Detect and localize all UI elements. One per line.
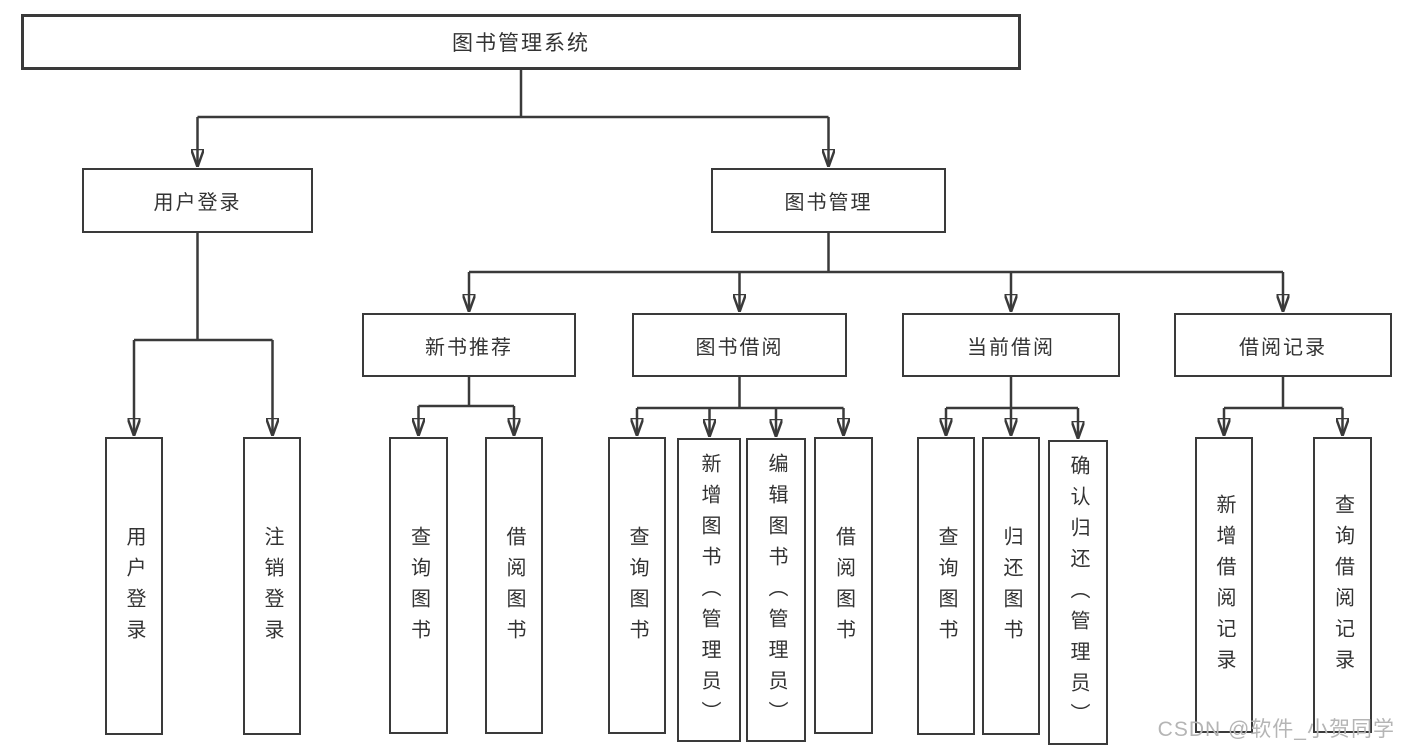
connector-root-to-level2: [198, 70, 829, 166]
csdn-watermark: CSDN @软件_小贺同学: [1157, 718, 1395, 741]
connector-user-login-to-leaves: [134, 233, 273, 435]
leaf-return-book: 归还图书: [982, 437, 1040, 735]
leaf-edit-book-admin: 编辑图书（管理员）: [746, 438, 806, 742]
connector-borrow-records-to-leaves: [1224, 377, 1343, 435]
connector-book-borrow-to-leaves: [637, 377, 844, 436]
node-borrow-records: 借阅记录: [1174, 313, 1392, 377]
node-current-borrow: 当前借阅: [902, 313, 1120, 377]
node-book-borrow: 图书借阅: [632, 313, 847, 377]
leaf-confirm-return-admin: 确认归还（管理员）: [1048, 440, 1108, 745]
leaf-logout: 注销登录: [243, 437, 301, 735]
leaf-borrow-book-recommend: 借阅图书: [485, 437, 543, 734]
connector-new-books-to-leaves: [419, 377, 515, 435]
node-book-management: 图书管理: [711, 168, 946, 233]
leaf-add-book-admin: 新增图书（管理员）: [677, 438, 741, 742]
leaf-query-borrow-record: 查询借阅记录: [1313, 437, 1372, 733]
leaf-user-login: 用户登录: [105, 437, 163, 735]
connector-current-borrow-to-leaves: [946, 377, 1078, 438]
leaf-query-book-recommend: 查询图书: [389, 437, 448, 734]
leaf-query-book-current: 查询图书: [917, 437, 975, 735]
node-new-book-recommend: 新书推荐: [362, 313, 576, 377]
connector-book-management-to-level3: [469, 233, 1283, 311]
node-user-login: 用户登录: [82, 168, 313, 233]
leaf-query-book-borrow: 查询图书: [608, 437, 666, 734]
leaf-add-borrow-record: 新增借阅记录: [1195, 437, 1253, 733]
leaf-borrow-book: 借阅图书: [814, 437, 873, 734]
node-library-management-system: 图书管理系统: [21, 14, 1021, 70]
